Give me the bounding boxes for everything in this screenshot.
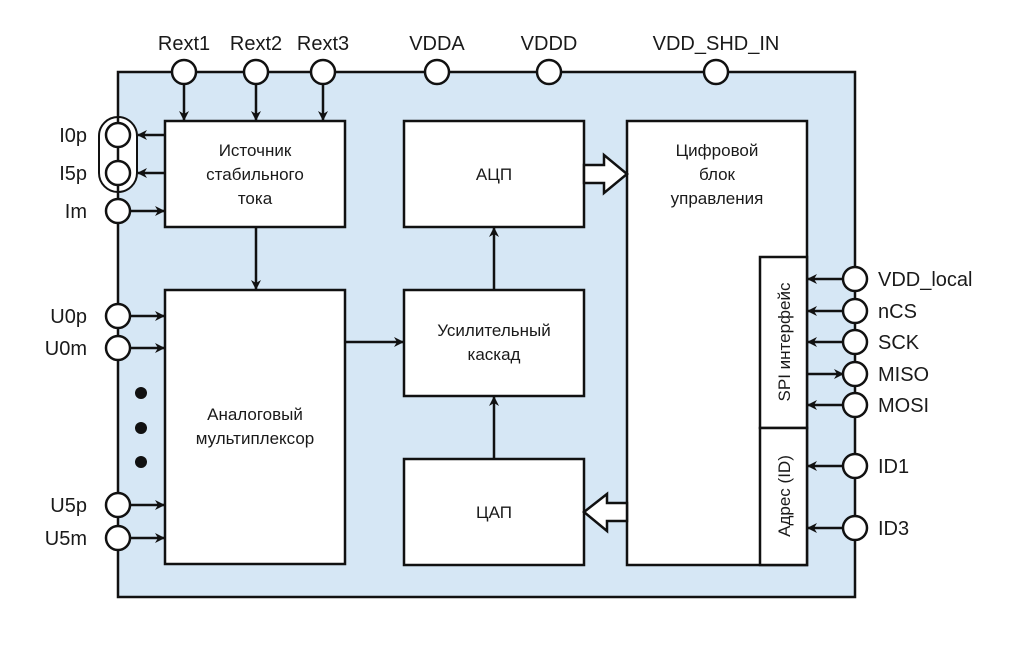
pin-circle	[104, 334, 132, 362]
pin-u5p: U5p	[50, 491, 165, 519]
pin-label-vdd-shd-in: VDD_SHD_IN	[653, 33, 780, 55]
pin-mosi: MOSI	[807, 391, 929, 419]
pin-circle	[104, 524, 132, 552]
pin-circle	[841, 391, 869, 419]
pin-label-mosi: MOSI	[878, 395, 929, 417]
pin-ncs: nCS	[807, 297, 917, 325]
pin-circle	[841, 360, 869, 388]
amplifier-block: Усилительный каскад	[402, 288, 586, 398]
pin-circle	[841, 328, 869, 356]
adc-block: АЦП	[402, 119, 586, 229]
pin-circle	[104, 159, 132, 187]
pin-label-id1: ID1	[878, 456, 909, 478]
spi-interface-block: SPI интерфейс	[758, 255, 809, 430]
mux-label-line-2: мультиплексор	[196, 429, 315, 448]
pin-circle	[841, 452, 869, 480]
pin-u0p: U0p	[50, 302, 165, 330]
pin-vdd-local: VDD_local	[807, 265, 972, 293]
pin-miso: MISO	[807, 360, 929, 388]
pin-i0p: I0p	[59, 121, 165, 149]
dac-block: ЦАП	[402, 457, 586, 567]
pin-label-vdd-local: VDD_local	[878, 269, 972, 291]
pin-vdda: VDDA	[409, 33, 465, 86]
pin-label-vdda: VDDA	[409, 33, 465, 55]
pin-circle	[309, 58, 337, 86]
pin-circle	[104, 197, 132, 225]
digital-label-line-1: Цифровой	[676, 141, 759, 160]
amplifier-label-line-2: каскад	[468, 345, 521, 364]
pin-label-i0p: I0p	[59, 125, 87, 147]
pin-label-u5p: U5p	[50, 495, 87, 517]
mux-block: Аналоговый мультиплексор	[163, 288, 347, 566]
pin-label-rext3: Rext3	[297, 33, 349, 55]
current-source-label-line-2: стабильного	[206, 165, 304, 184]
current-source-label-line-3: тока	[238, 189, 273, 208]
pin-circle	[104, 302, 132, 330]
spi-interface-label: SPI интерфейс	[775, 282, 794, 401]
ellipsis-dot	[135, 422, 147, 434]
address-label: Адрес (ID)	[775, 455, 794, 537]
pin-circle	[702, 58, 730, 86]
pin-i5p: I5p	[59, 159, 165, 187]
dac-label: ЦАП	[476, 503, 512, 522]
pin-vdd-shd-in: VDD_SHD_IN	[653, 33, 780, 86]
pin-rext2: Rext2	[230, 33, 282, 121]
pin-im: Im	[65, 197, 165, 225]
mux-label-line-1: Аналоговый	[207, 405, 303, 424]
ellipsis-dot	[135, 387, 147, 399]
adc-to-digital-bus-arrow	[582, 152, 629, 196]
pin-label-vddd: VDDD	[521, 33, 578, 55]
pin-label-u0p: U0p	[50, 306, 87, 328]
adc-label: АЦП	[476, 165, 512, 184]
pin-label-miso: MISO	[878, 364, 929, 386]
pin-label-rext2: Rext2	[230, 33, 282, 55]
ellipsis-dot	[135, 456, 147, 468]
pin-circle	[841, 514, 869, 542]
pin-sck: SCK	[807, 328, 920, 356]
digital-label-line-2: блок	[699, 165, 736, 184]
pin-label-im: Im	[65, 201, 87, 223]
pin-id3: ID3	[807, 514, 909, 542]
address-block: Адрес (ID)	[758, 426, 809, 567]
pin-circle	[104, 491, 132, 519]
pin-label-rext1: Rext1	[158, 33, 210, 55]
pins-layer: Rext1 Rext2 Rext3 VDDA VDDD VDD_SHD_IN I0pI5pI…	[45, 33, 972, 552]
pin-label-u5m: U5m	[45, 528, 87, 550]
pin-circle	[841, 297, 869, 325]
pin-circle	[423, 58, 451, 86]
pin-u5m: U5m	[45, 524, 165, 552]
pin-id1: ID1	[807, 452, 909, 480]
pin-rext1: Rext1	[158, 33, 210, 121]
pin-label-i5p: I5p	[59, 163, 87, 185]
pin-vddd: VDDD	[521, 33, 578, 86]
pin-u0m: U0m	[45, 334, 165, 362]
pin-label-sck: SCK	[878, 332, 920, 354]
pin-circle	[170, 58, 198, 86]
current-source-block: Источник стабильного тока	[163, 119, 347, 229]
digital-label-line-3: управления	[671, 189, 764, 208]
pin-circle	[242, 58, 270, 86]
pin-circle	[104, 121, 132, 149]
pin-label-ncs: nCS	[878, 301, 917, 323]
pin-circle	[841, 265, 869, 293]
amplifier-label-line-1: Усилительный	[437, 321, 550, 340]
pin-label-u0m: U0m	[45, 338, 87, 360]
pin-circle	[535, 58, 563, 86]
current-source-label-line-1: Источник	[219, 141, 292, 160]
digital-to-dac-bus-arrow	[582, 491, 629, 534]
pin-label-id3: ID3	[878, 518, 909, 540]
pin-rext3: Rext3	[297, 33, 349, 121]
